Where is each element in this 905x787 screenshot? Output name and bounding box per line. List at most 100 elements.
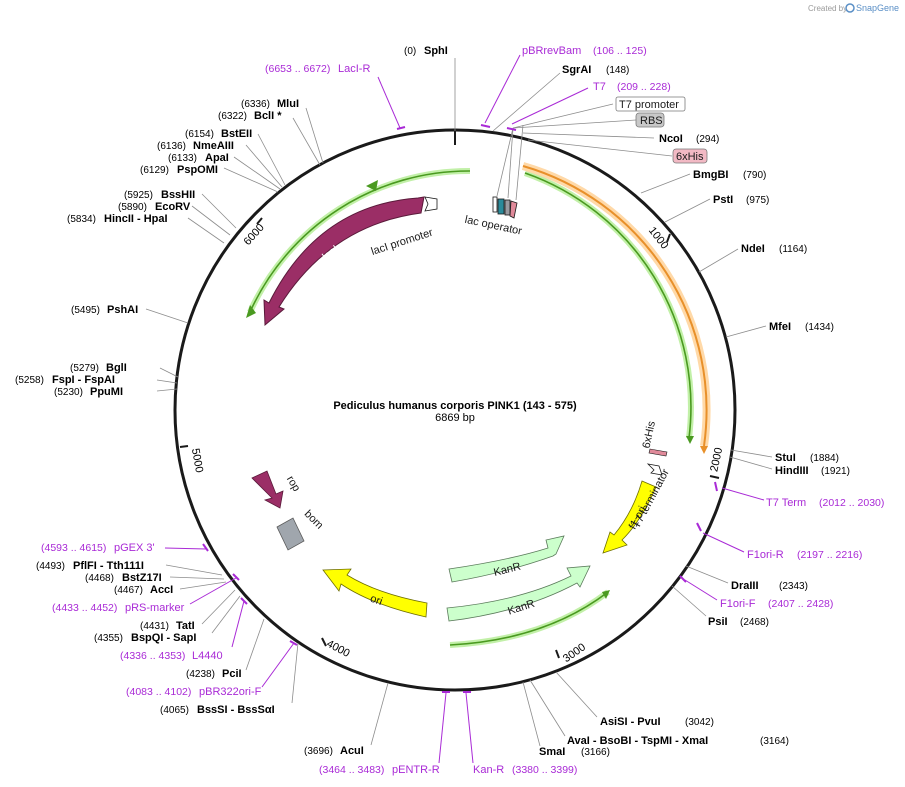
hincii-leader — [187, 217, 225, 244]
laci-feature[interactable] — [263, 196, 425, 327]
orf-track-right — [524, 172, 692, 439]
psii-label[interactable]: PsiI — [708, 616, 728, 628]
pspomi-label[interactable]: PspOMI — [177, 164, 218, 176]
bcli-label[interactable]: BclI * — [254, 110, 282, 122]
his-tag-feature[interactable] — [648, 448, 668, 457]
stui-pos: (1884) — [810, 453, 839, 464]
bsteii-label[interactable]: BstEII — [221, 128, 252, 140]
t7term-range: (2012 .. 2030) — [819, 497, 884, 509]
rbs-callout[interactable] — [635, 112, 665, 128]
pcii-pos: (4238) — [186, 669, 215, 680]
l4440-marker — [240, 597, 248, 605]
f1orir-label[interactable]: F1ori-R — [747, 549, 784, 561]
bsasi-label[interactable]: BssSI - BssSαI — [197, 704, 275, 716]
tick-mark-1000 — [666, 233, 671, 243]
avai-label[interactable]: AvaI - BsoBI - TspMI - XmaI — [567, 735, 708, 747]
laci-r-label[interactable]: LacI-R — [338, 63, 370, 75]
laci-r-leader — [377, 76, 401, 129]
hindiii-label[interactable]: HindIII — [775, 465, 809, 477]
pbrrevbam-label[interactable]: pBRrevBam — [522, 45, 581, 57]
hincii-label[interactable]: HincII - HpaI — [104, 213, 168, 225]
bcli-leader — [292, 117, 321, 166]
pbr322-label[interactable]: pBR322ori-F — [199, 686, 262, 698]
kanr-primer-label[interactable]: Kan-R — [473, 764, 504, 776]
sgrai-label[interactable]: SgrAI — [562, 64, 591, 76]
bom-label: bom — [302, 508, 326, 532]
stui-label[interactable]: StuI — [775, 452, 796, 464]
ppumi-leader — [156, 388, 178, 392]
bsshii-label[interactable]: BssHII — [161, 189, 195, 201]
bmgbi-label[interactable]: BmgBI — [693, 169, 728, 181]
lac-operator-box-grey[interactable] — [504, 199, 511, 216]
sphi-pos: (0) — [404, 46, 416, 57]
stui-leader — [730, 449, 773, 458]
kanr-feature-1[interactable] — [448, 535, 565, 583]
f1-ori-feature[interactable] — [602, 480, 657, 554]
acui-label[interactable]: AcuI — [340, 745, 364, 757]
ndei-label[interactable]: NdeI — [741, 243, 765, 255]
bstz17i-leader — [169, 576, 225, 580]
fspi-leader — [156, 379, 178, 384]
psii-pos: (2468) — [740, 617, 769, 628]
sgrai-pos: (148) — [606, 65, 629, 76]
apai-label[interactable]: ApaI — [205, 152, 229, 164]
pflfi-leader — [165, 564, 223, 576]
nmeaiii-leader — [245, 144, 283, 188]
t7-terminator-feature[interactable] — [646, 463, 663, 476]
ecorv-label[interactable]: EcoRV — [155, 201, 191, 213]
ncoi-label[interactable]: NcoI — [659, 133, 683, 145]
bmgbi-pos: (790) — [743, 170, 766, 181]
pgex-label[interactable]: pGEX 3' — [114, 542, 155, 554]
prs-leader — [189, 577, 237, 605]
bstz17i-label[interactable]: BstZ17I — [122, 572, 162, 584]
orf-track-bottom — [449, 591, 609, 646]
smai-leader — [522, 681, 541, 747]
bom-feature[interactable] — [276, 517, 305, 551]
mfei-label[interactable]: MfeI — [769, 321, 791, 333]
asisi-label[interactable]: AsiSI - PvuI — [600, 716, 661, 728]
rop-feature[interactable] — [251, 470, 284, 509]
orf-arrowhead-right-icon — [686, 436, 694, 444]
bgli-label[interactable]: BglI — [106, 362, 127, 374]
t7-promoter-callout[interactable] — [615, 96, 686, 112]
laci-promoter-feature[interactable] — [424, 196, 438, 212]
pflfi-label[interactable]: PflFI - Tth111I — [73, 560, 144, 572]
lac-operator-feature[interactable] — [497, 198, 505, 215]
rbs-callout-label: RBS — [640, 115, 663, 127]
apai-leader — [233, 156, 281, 190]
acui-leader — [370, 682, 389, 746]
draiii-label[interactable]: DraIII — [731, 580, 759, 592]
ppumi-label[interactable]: PpuMI — [90, 386, 123, 398]
hindiii-pos: (1921) — [821, 466, 850, 477]
kanr-feature-2[interactable] — [446, 565, 591, 622]
t7term-label[interactable]: T7 Term — [766, 497, 806, 509]
credit-prefix: Created by — [808, 4, 847, 13]
pshai-pos: (5495) — [71, 305, 100, 316]
mlui-label[interactable]: MluI — [277, 98, 299, 110]
sphi-label[interactable]: SphI — [424, 45, 448, 57]
pbrrevbam-leader — [484, 54, 521, 124]
t7-primer-label[interactable]: T7 — [593, 81, 606, 93]
lac-operator-box-white[interactable] — [492, 196, 498, 213]
acci-label[interactable]: AccI — [150, 584, 173, 596]
pshai-label[interactable]: PshAI — [107, 304, 138, 316]
tick-label-5000: 5000 — [189, 447, 205, 473]
ori-feature[interactable] — [322, 568, 428, 618]
his-tag-box-top[interactable] — [509, 200, 518, 219]
psti-label[interactable]: PstI — [713, 194, 733, 206]
bspqi-label[interactable]: BspQI - SapI — [131, 632, 196, 644]
nmeaiii-label[interactable]: NmeAIII — [193, 140, 234, 152]
prs-label[interactable]: pRS-marker — [125, 602, 185, 614]
psti-leader — [664, 198, 711, 223]
fspi-label[interactable]: FspI - FspAI — [52, 374, 115, 386]
f1orif-label[interactable]: F1ori-F — [720, 598, 756, 610]
his-callout[interactable] — [672, 148, 708, 164]
tati-label[interactable]: TatI — [176, 620, 195, 632]
snapgene-logo-icon — [845, 3, 855, 13]
pcii-label[interactable]: PciI — [222, 668, 242, 680]
l4440-label[interactable]: L4440 — [192, 650, 223, 662]
smai-label[interactable]: SmaI — [539, 746, 565, 758]
pentr-label[interactable]: pENTR-R — [392, 764, 440, 776]
bsshii-leader — [201, 193, 237, 229]
